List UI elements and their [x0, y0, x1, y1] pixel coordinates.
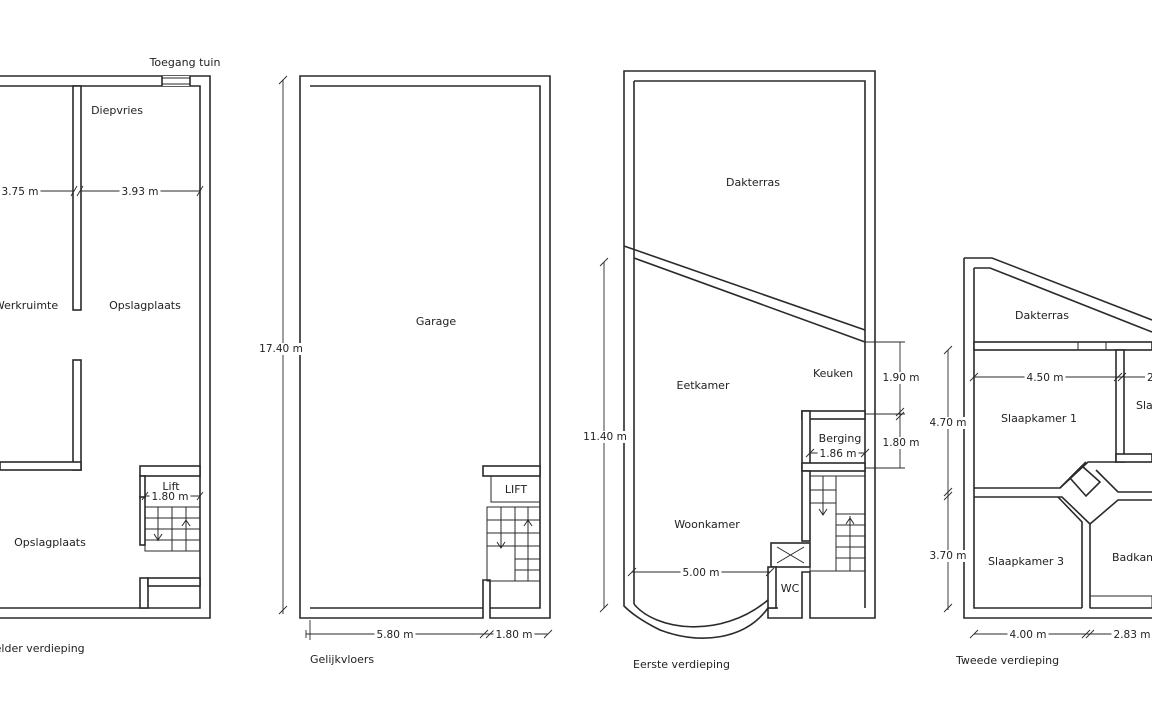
room-label-lift: LIFT [505, 483, 528, 496]
floor-title-gelijkvloers: Gelijkvloers [310, 653, 374, 666]
dim-label-1-80: 1.80 m [496, 629, 533, 641]
dim-label-3-75: 3.75 m [2, 186, 39, 198]
room-label-dakterras: Dakterras [1015, 309, 1069, 322]
dim-label-lift: 1.80 m [152, 491, 189, 503]
room-label-garage: Garage [416, 315, 457, 328]
floor-title-tweede: Tweede verdieping [955, 654, 1059, 667]
dim-label-backdrop [1145, 372, 1152, 384]
dim-label-1-80: 1.80 m [883, 437, 920, 449]
dim-label-3-93: 3.93 m [122, 186, 159, 198]
dim-label-backdrop [119, 186, 161, 198]
floor-tweede: Dakterras Slaapkamer 1 Slaapkamer 2 Slaa… [927, 257, 1152, 667]
dim-label-1-90: 1.90 m [883, 372, 920, 384]
dim-label-backdrop [257, 343, 305, 355]
floor-gelijkvloers: Garage LIFT 17.40 m 5.80 m 1.80 m Gelijk… [257, 75, 553, 666]
dim-label-backdrop [880, 437, 922, 449]
floor-eerste: Dakterras Eetkamer Keuken Berging Woonka… [581, 70, 922, 671]
dim-label-backdrop [927, 550, 969, 562]
dim-label-4-70: 4.70 m [930, 417, 967, 429]
dim-label-1-86: 1.86 m [820, 448, 857, 460]
dim-label-backdrop [374, 629, 416, 641]
dim-label-backdrop [1111, 629, 1152, 641]
dim-label-backdrop [0, 186, 41, 198]
dim-label-backdrop [493, 629, 535, 641]
room-label-opslagplaats-onder: Opslagplaats [14, 536, 86, 549]
dim-label-backdrop [1024, 372, 1066, 384]
room-label-slaapkamer-2: Slaapkamer 2 [1136, 399, 1152, 412]
floor-kelder: Toegang tuin Diepvries Werkruimte Opslag… [0, 56, 220, 655]
dim-label-backdrop [581, 431, 629, 443]
dim-label-backdrop [927, 417, 969, 429]
dim-label-2: 2. [1147, 372, 1152, 384]
room-label-woonkamer: Woonkamer [674, 518, 740, 531]
room-label-badkamer: Badkamer [1112, 551, 1152, 564]
floor-title-kelder: Kelder verdieping [0, 642, 85, 655]
dim-label-backdrop [817, 448, 859, 460]
room-label-opslagplaats: Opslagplaats [109, 299, 181, 312]
room-label-keuken: Keuken [813, 367, 853, 380]
dim-label-backdrop [880, 372, 922, 384]
dim-label-backdrop [1007, 629, 1049, 641]
dim-label-backdrop [680, 567, 722, 579]
dim-label-17-40: 17.40 m [259, 343, 303, 355]
room-label-dakterras: Dakterras [726, 176, 780, 189]
room-label-slaapkamer-3: Slaapkamer 3 [988, 555, 1064, 568]
room-label-diepvries: Diepvries [91, 104, 143, 117]
dim-label-11-40: 11.40 m [583, 431, 627, 443]
dim-label-5-80: 5.80 m [377, 629, 414, 641]
room-label-slaapkamer-1: Slaapkamer 1 [1001, 412, 1077, 425]
dim-label-3-70: 3.70 m [930, 550, 967, 562]
room-label-lift: Lift [162, 480, 180, 493]
room-label-eetkamer: Eetkamer [677, 379, 730, 392]
dim-label-4-00: 4.00 m [1010, 629, 1047, 641]
room-label-berging: Berging [819, 432, 862, 445]
floor-title-eerste: Eerste verdieping [633, 658, 730, 671]
dim-label-2-83: 2.83 m [1114, 629, 1151, 641]
room-label-toegang-tuin: Toegang tuin [149, 56, 221, 69]
room-label-wc: WC [781, 582, 800, 595]
dim-label-backdrop [149, 491, 191, 503]
dim-label-5-00: 5.00 m [683, 567, 720, 579]
dim-label-4-50: 4.50 m [1027, 372, 1064, 384]
room-label-werkruimte: Werkruimte [0, 299, 58, 312]
